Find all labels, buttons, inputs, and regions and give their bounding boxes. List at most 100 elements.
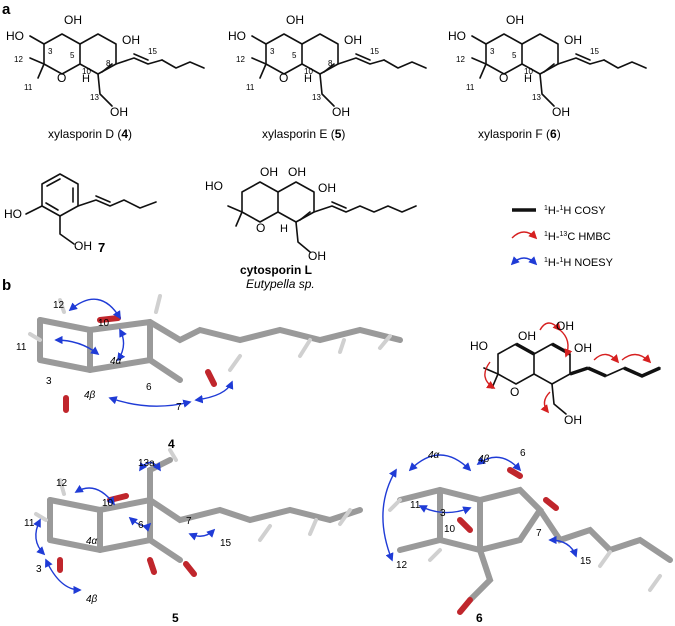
svg-text:4β: 4β (86, 594, 98, 605)
svg-text:5: 5 (292, 51, 297, 60)
atom-oh: OH (74, 239, 92, 253)
atom-oh: OH (64, 13, 82, 27)
svg-text:OH: OH (518, 329, 536, 343)
legend-noesy-arrow (510, 256, 538, 266)
legend-hmbc-arrow (511, 230, 538, 240)
svg-text:10: 10 (444, 524, 456, 535)
svg-text:4α: 4α (86, 536, 98, 547)
legend: 1H-1H COSY 1H-13C HMBC 1H-1H NOESY (510, 205, 614, 269)
svg-text:H: H (304, 73, 312, 85)
svg-text:OH: OH (564, 33, 582, 47)
svg-text:12: 12 (56, 478, 68, 489)
model-label-4: 4 (168, 437, 175, 451)
locant: 11 (24, 83, 33, 92)
svg-text:OH: OH (506, 13, 524, 27)
legend-hmbc: 1H-13C HMBC (544, 231, 611, 243)
svg-text:7: 7 (536, 528, 542, 539)
locant: 8 (106, 59, 111, 68)
legend-noesy: 1H-1H NOESY (544, 257, 614, 269)
svg-text:OH: OH (288, 165, 306, 179)
svg-text:H: H (524, 73, 532, 85)
structure-xylasporin-d: HO OH OH O OH H 3 5 8 10 12 11 13 15 (6, 13, 205, 119)
locant: 5 (70, 51, 75, 60)
atom-oh: OH (122, 33, 140, 47)
svg-text:6: 6 (146, 382, 152, 393)
svg-text:13a: 13a (138, 458, 155, 469)
svg-text:4β: 4β (478, 454, 490, 465)
svg-text:15: 15 (580, 556, 592, 567)
panel-label-a: a (2, 1, 11, 18)
svg-text:7: 7 (176, 402, 182, 413)
structure-name-6: xylasporin F (6) (478, 127, 561, 141)
species-name: Eutypella sp. (246, 277, 315, 291)
svg-text:6: 6 (138, 520, 144, 531)
svg-text:6: 6 (520, 448, 526, 459)
svg-text:OH: OH (286, 13, 304, 27)
svg-text:7: 7 (186, 516, 192, 527)
svg-text:OH: OH (574, 341, 592, 355)
locant: 15 (148, 47, 157, 56)
svg-text:4α: 4α (428, 450, 440, 461)
svg-text:OH: OH (332, 105, 350, 119)
svg-text:OH: OH (564, 413, 582, 427)
svg-text:OH: OH (552, 105, 570, 119)
svg-text:3: 3 (490, 47, 495, 56)
svg-text:13: 13 (532, 93, 541, 102)
svg-text:11: 11 (16, 342, 27, 353)
svg-text:10: 10 (102, 498, 114, 509)
svg-text:15: 15 (590, 47, 599, 56)
svg-text:O: O (256, 221, 265, 235)
svg-text:15: 15 (370, 47, 379, 56)
svg-text:15: 15 (220, 538, 232, 549)
svg-text:HO: HO (228, 29, 246, 43)
model-6: 4α 4β 6 11 3 10 12 7 15 6 (382, 448, 673, 625)
svg-text:HO: HO (470, 339, 488, 353)
structure-number-7: 7 (98, 240, 105, 255)
svg-text:3: 3 (36, 564, 42, 575)
svg-text:O: O (279, 71, 288, 85)
svg-text:O: O (510, 385, 519, 399)
svg-text:10: 10 (524, 67, 533, 76)
svg-text:O: O (499, 71, 508, 85)
model-4: 12 10 11 4α 3 4β 6 7 4 (16, 294, 403, 451)
structure-xylasporin-f: HO OH OH O OH H 3 5 10 12 11 13 15 (448, 13, 647, 119)
atom-ho: HO (6, 29, 24, 43)
locant: 12 (14, 55, 23, 64)
svg-text:OH: OH (308, 249, 326, 263)
atom-o: O (57, 71, 66, 85)
svg-text:5: 5 (512, 51, 517, 60)
structure-name-cytosporin: cytosporin L (240, 263, 312, 277)
structure-cytosporin-l: HO OH OH OH O H OH cytosporin L Eutypell… (205, 165, 417, 291)
structure-xylasporin-e: HO OH OH O OH H 3 5 8 10 12 11 13 15 (228, 13, 427, 119)
svg-text:4α: 4α (110, 356, 122, 367)
locant: 10 (82, 67, 91, 76)
svg-text:3: 3 (46, 376, 52, 387)
structure-7: HO OH 7 (4, 173, 157, 255)
svg-text:12: 12 (456, 55, 465, 64)
model-label-5: 5 (172, 611, 179, 625)
svg-text:10: 10 (304, 67, 313, 76)
svg-text:3: 3 (440, 508, 446, 519)
structure-name-5: xylasporin E (5) (262, 127, 345, 141)
svg-text:3: 3 (270, 47, 275, 56)
model-5: 13a 12 10 11 4α 6 7 15 3 4β 5 (24, 448, 363, 625)
locant: 3 (48, 47, 53, 56)
structure-name-4: xylasporin D (4) (48, 127, 132, 141)
svg-text:OH: OH (556, 319, 574, 333)
svg-text:OH: OH (318, 181, 336, 195)
svg-text:OH: OH (344, 33, 362, 47)
atom-oh: OH (110, 105, 128, 119)
legend-cosy: 1H-1H COSY (544, 205, 606, 217)
svg-text:11: 11 (24, 518, 35, 529)
atom-ho: HO (4, 207, 22, 221)
svg-text:11: 11 (466, 83, 475, 92)
svg-text:8: 8 (328, 59, 333, 68)
atom-h: H (82, 73, 90, 85)
locant: 13 (90, 93, 99, 102)
model-label-6: 6 (476, 611, 483, 625)
svg-text:4β: 4β (84, 390, 96, 401)
svg-text:HO: HO (448, 29, 466, 43)
svg-text:11: 11 (246, 83, 255, 92)
svg-text:12: 12 (53, 300, 65, 311)
svg-text:12: 12 (236, 55, 245, 64)
